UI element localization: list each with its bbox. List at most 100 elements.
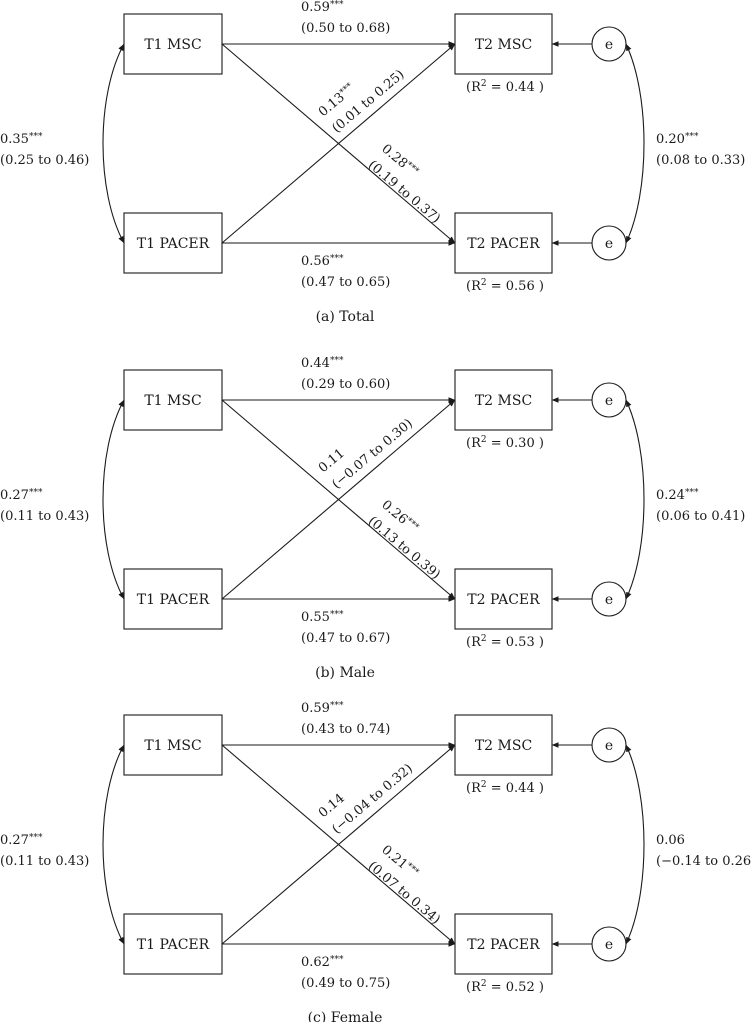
label-t1-covariance-stars: *** (29, 488, 43, 498)
node-t2-msc-label: T2 MSC (475, 738, 532, 754)
r2-msc-sup: 2 (481, 79, 487, 89)
label-t1-covariance-ci: (0.11 to 0.43) (0, 509, 89, 524)
node-t2-pacer-label: T2 PACER (467, 236, 540, 252)
label-pacer-pacer-coef: 0.55 (301, 610, 330, 625)
node-t1-pacer: T1 PACER (123, 568, 223, 630)
node-t1-pacer: T1 PACER (123, 913, 223, 975)
label-msc-to-pacer-ci: (0.07 to 0.34) (365, 859, 443, 928)
label-t2-covariance-stars: *** (685, 132, 699, 142)
node-t2-pacer-box (454, 913, 553, 975)
edge-t2-covariance (625, 399, 645, 600)
label-pacer-pacer-ci: (0.49 to 0.75) (301, 976, 390, 991)
label-pacer-pacer-ci: (0.47 to 0.65) (301, 275, 390, 290)
label-msc-msc-ci: (0.43 to 0.74) (301, 722, 390, 737)
r2-pacer-sup: 2 (481, 979, 487, 989)
node-t2-msc: T2 MSC (454, 13, 553, 75)
label-t2-covariance-value: 0.24*** (656, 488, 699, 503)
node-t2-pacer-box (454, 212, 553, 274)
label-t1-covariance-ci: (0.25 to 0.46) (0, 153, 89, 168)
label-t1-covariance: 0.27*** (0.11 to 0.43) (0, 488, 89, 524)
label-pacer-pacer-value: 0.56*** (301, 254, 344, 269)
node-t1-pacer-box (123, 568, 223, 630)
label-t1-covariance: 0.35***(0.25 to 0.46) (0, 132, 89, 168)
edge-t1-covariance (102, 744, 125, 945)
node-t2-pacer-label: T2 PACER (467, 592, 540, 608)
node-t2-pacer: T2 PACER (454, 568, 553, 630)
label-pacer-pacer: 0.55***(0.47 to 0.67) (301, 610, 390, 646)
node-t1-msc-label: T1 MSC (144, 738, 201, 754)
r2-msc-prefix: (R (466, 781, 482, 796)
node-t1-pacer: T1 PACER (123, 212, 223, 274)
label-msc-to-pacer: 0.21***(0.07 to 0.34) (365, 843, 443, 928)
r2-msc-sup: 2 (481, 435, 487, 445)
r2-pacer-sup: 2 (481, 634, 487, 644)
node-t2-msc: T2 MSC (454, 714, 553, 776)
node-t2-pacer: T2 PACER (454, 913, 553, 975)
r2-pacer-prefix: (R (466, 635, 482, 650)
node-t2-msc-box (454, 369, 553, 431)
label-msc-msc-ci: (0.50 to 0.68) (301, 21, 390, 36)
r2-pacer: (R2 = 0.53 ) (466, 634, 544, 650)
node-t2-msc-box (454, 13, 553, 75)
panel-caption: (a) Total (316, 309, 375, 325)
label-pacer-pacer-stars: *** (330, 955, 344, 965)
r2-pacer-prefix: (R (466, 279, 482, 294)
label-msc-msc-value: 0.59*** (301, 701, 344, 716)
label-t1-covariance-ci: (0.11 to 0.43) (0, 854, 89, 869)
r2-msc: (R2 = 0.44 ) (466, 780, 544, 796)
label-pacer-pacer-coef: 0.62 (301, 955, 330, 970)
r2-msc-suffix: = 0.44 ) (487, 80, 544, 95)
label-msc-msc-stars: *** (330, 701, 344, 711)
label-pacer-pacer-stars: *** (330, 254, 344, 264)
error-pacer-label: e (605, 592, 613, 608)
label-msc-msc: 0.59*** (0.43 to 0.74) (301, 701, 390, 737)
label-msc-msc-coef: 0.59 (301, 701, 330, 716)
node-t1-pacer-label: T1 PACER (137, 236, 210, 252)
r2-msc-prefix: (R (466, 80, 482, 95)
label-pacer-pacer: 0.62*** (0.49 to 0.75) (301, 955, 390, 991)
label-msc-msc: 0.59*** (0.50 to 0.68) (301, 0, 390, 36)
error-pacer-label: e (605, 236, 613, 252)
node-t1-pacer-label: T1 PACER (137, 937, 210, 953)
label-t2-covariance-stars: *** (685, 488, 699, 498)
node-t1-msc: T1 MSC (123, 714, 223, 776)
node-t1-msc: T1 MSC (123, 369, 223, 431)
label-msc-msc-coef: 0.59 (301, 0, 330, 15)
label-t1-covariance-value: 0.27*** (0, 833, 43, 848)
edge-t1-covariance (102, 43, 125, 244)
label-t1-covariance-stars: *** (29, 833, 43, 843)
label-pacer-pacer-value: 0.62*** (301, 955, 344, 970)
label-msc-to-pacer-ci: (0.13 to 0.39) (365, 514, 443, 583)
label-t2-covariance-value: 0.06 (656, 833, 685, 848)
error-msc-label: e (605, 37, 613, 53)
panel-caption: (c) Female (308, 1010, 383, 1022)
r2-msc: (R2 = 0.30 ) (466, 435, 544, 451)
r2-pacer-suffix: = 0.53 ) (487, 635, 544, 650)
node-t1-msc: T1 MSC (123, 13, 223, 75)
node-t1-pacer-box (123, 212, 223, 274)
r2-msc-sup: 2 (481, 780, 487, 790)
label-msc-msc-stars: *** (330, 0, 344, 10)
label-msc-msc-stars: *** (330, 356, 344, 366)
error-pacer-label: e (605, 937, 613, 953)
label-pacer-pacer-value: 0.55*** (301, 610, 344, 625)
label-t2-covariance: 0.20***(0.08 to 0.33) (656, 132, 745, 168)
node-t2-msc: T2 MSC (454, 369, 553, 431)
label-t1-covariance-value: 0.27*** (0, 488, 43, 503)
error-msc: e (591, 26, 627, 62)
r2-pacer-prefix: (R (466, 980, 482, 995)
node-t1-msc-box (123, 13, 223, 75)
node-t1-pacer-label: T1 PACER (137, 592, 210, 608)
error-msc: e (591, 382, 627, 418)
label-t2-covariance-coef: 0.06 (656, 833, 685, 848)
label-msc-to-pacer: 0.26***(0.13 to 0.39) (365, 498, 443, 583)
edge-pacer-to-msc (221, 399, 456, 600)
label-t2-covariance: 0.24*** (0.06 to 0.41) (656, 488, 745, 524)
node-t1-msc-label: T1 MSC (144, 37, 201, 53)
node-t2-pacer-box (454, 568, 553, 630)
label-t2-covariance-ci: (0.06 to 0.41) (656, 509, 745, 524)
